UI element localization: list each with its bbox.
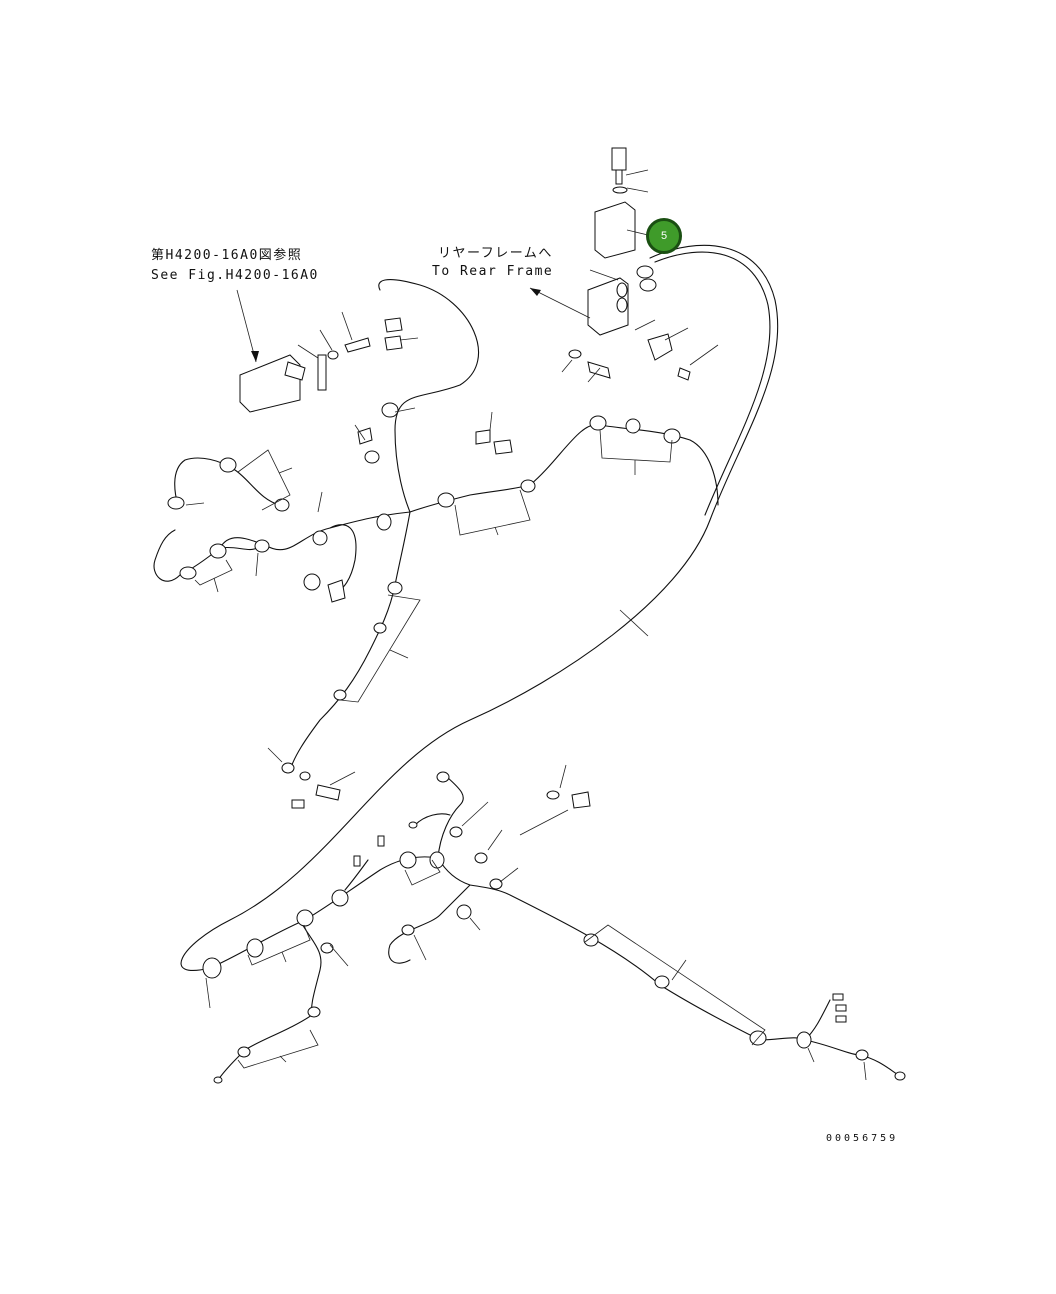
main-harness-cable-2 — [654, 251, 771, 516]
document-number: 00056759 — [826, 1133, 899, 1144]
rear-frame-label-jp: リヤーフレームへ — [438, 246, 553, 261]
harness-clamps-middle — [167, 402, 681, 809]
rear-bracket-assembly — [561, 147, 719, 383]
harness-clamps-lower — [202, 771, 906, 1084]
callout-5[interactable]: 5 — [646, 218, 682, 254]
see-figure-label-en: See Fig.H4200-16A0 — [151, 268, 319, 283]
grouping-brackets-middle — [185, 407, 673, 786]
main-harness-cable — [180, 244, 779, 971]
grouping-brackets-lower — [205, 764, 867, 1081]
rear-frame-label-en: To Rear Frame — [432, 264, 554, 279]
left-bracket-assembly — [236, 289, 419, 413]
see-figure-label-jp: 第H4200-16A0図参照 — [151, 248, 303, 263]
lower-harness-cable — [209, 774, 901, 1081]
middle-harness-cable — [153, 279, 719, 596]
